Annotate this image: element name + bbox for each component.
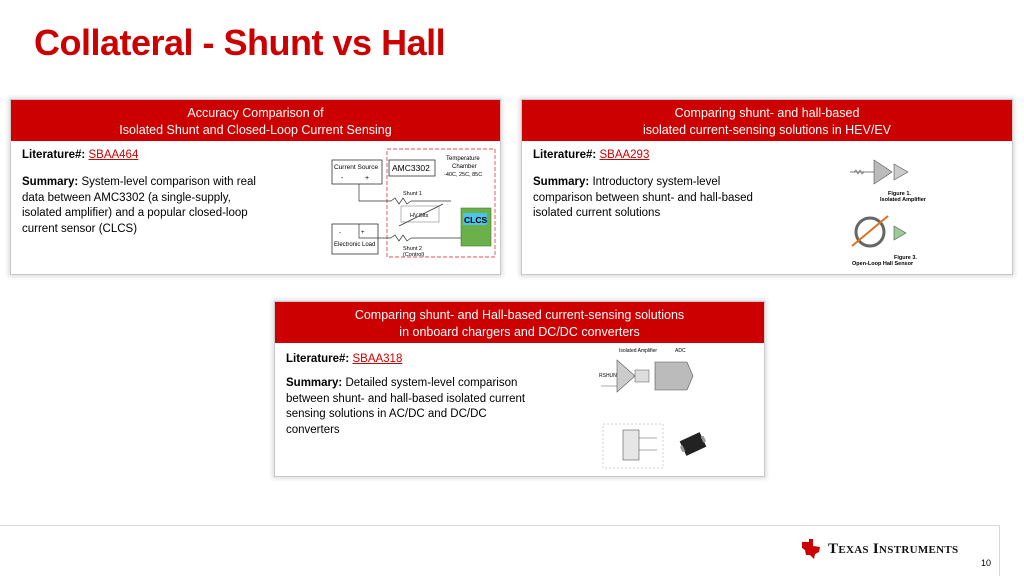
electronic-load-box: [331, 223, 379, 255]
page-number: 10: [980, 558, 991, 568]
obc-figure: Isolated Amplifier ADC RSHUNT: [599, 348, 707, 469]
card-header-line-1: Comparing shunt- and hall-based: [674, 106, 860, 120]
hv-bits-box: [400, 205, 440, 223]
plus-label: +: [365, 175, 369, 182]
clcs-label: CLCS: [464, 215, 487, 225]
shunt-1-resistor: [390, 197, 412, 205]
amc3302-label: AMC3302: [392, 163, 430, 173]
footer-bar: 10: [0, 525, 1000, 576]
hall-core-icon: [854, 216, 886, 248]
summary: Summary: System-level comparison with re…: [22, 175, 268, 237]
card-header-line-2: Isolated Shunt and Closed-Loop Current S…: [119, 123, 392, 137]
hall-ic-icon: [622, 429, 640, 461]
literature-link-sbaa318[interactable]: SBAA318: [352, 353, 403, 365]
page-title: Collateral - Shunt vs Hall: [34, 22, 446, 63]
temp-line-1: Temperature: [446, 156, 480, 162]
wire: [358, 184, 391, 202]
card-sbaa464: Accuracy Comparison of Isolated Shunt an…: [10, 99, 501, 275]
summary-text: Introductory system-level comparison bet…: [533, 176, 753, 219]
temp-line-2: Chamber: [452, 164, 477, 170]
texas-instruments-logo: TEXAS INSTRUMENTS: [800, 538, 958, 560]
hev-figure: Figure 1. Isolated Amplifier Figure 3. O…: [850, 159, 927, 267]
literature-line: Literature#: SBAA293: [533, 149, 649, 161]
hall-amp-icon: [893, 225, 907, 241]
clcs-label-bg: [463, 213, 487, 225]
shunt-2-sub: (Control): [403, 252, 425, 258]
fig3-title: Figure 3.: [894, 255, 917, 261]
summary-text: Detailed system-level comparison between…: [286, 377, 526, 436]
amc3302-box: [388, 159, 436, 177]
minus-label: -: [341, 175, 344, 182]
amplifier-icon: [873, 159, 893, 185]
fig1-caption: Isolated Amplifier: [880, 197, 927, 203]
current-source-box: [331, 159, 383, 185]
card-header: Comparing shunt- and Hall-based current-…: [275, 302, 764, 343]
shunt-2-resistor: [390, 234, 412, 242]
temperature-chamber-outline: [386, 148, 496, 258]
card-header: Accuracy Comparison of Isolated Shunt an…: [11, 100, 500, 141]
literature-line: Literature#: SBAA464: [22, 149, 138, 161]
shunt-resistor-icon: [853, 169, 865, 175]
literature-label: Literature#:: [533, 149, 597, 161]
card-sbaa318: Comparing shunt- and Hall-based current-…: [274, 301, 765, 477]
iso-amp-label: Isolated Amplifier: [619, 348, 657, 354]
card-header-line-2: in onboard chargers and DC/DC converters: [399, 325, 640, 339]
current-source-label: Current Source: [334, 164, 378, 171]
rshunt-label: RSHUNT: [599, 373, 620, 379]
card-header-line-1: Accuracy Comparison of: [187, 106, 324, 120]
summary-text: System-level comparison with real data b…: [22, 176, 256, 235]
isolation-barrier-icon: [634, 369, 650, 383]
card-header-line-2: isolated current-sensing solutions in HE…: [642, 123, 892, 137]
ti-wordmark: TEXAS INSTRUMENTS: [828, 540, 959, 557]
summary-label: Summary:: [22, 176, 79, 188]
wire: [358, 224, 391, 239]
hv-bits-arrow: [398, 203, 444, 227]
fig3-caption: Open-Loop Hall Sensor: [852, 261, 914, 267]
summary-label: Summary:: [533, 176, 590, 188]
card-sbaa293: Comparing shunt- and hall-based isolated…: [521, 99, 1013, 275]
shunt-2-label: Shunt 2: [403, 246, 422, 252]
eload-plus: +: [361, 230, 365, 236]
hall-sensor-package-icon: [679, 432, 707, 456]
ti-state-icon: [802, 539, 820, 559]
fig1-title: Figure 1.: [888, 191, 911, 197]
eload-minus: -: [339, 230, 341, 236]
literature-label: Literature#:: [286, 353, 350, 365]
summary: Summary: Detailed system-level compariso…: [286, 376, 532, 438]
amplifier-icon: [616, 359, 636, 393]
shunt-1-label: Shunt 1: [403, 191, 422, 197]
test-setup-figure: Current Source - + - + Electronic Load A…: [331, 148, 496, 258]
literature-link-sbaa464[interactable]: SBAA464: [88, 149, 139, 161]
adc-icon: [893, 163, 909, 181]
electronic-load-label: Electronic Load: [334, 242, 375, 248]
card-header-line-1: Comparing shunt- and Hall-based current-…: [354, 308, 685, 322]
literature-label: Literature#:: [22, 149, 86, 161]
summary-label: Summary:: [286, 377, 343, 389]
hall-circuit-outline: [602, 423, 664, 469]
conductor-icon: [851, 215, 889, 247]
card-header: Comparing shunt- and hall-based isolated…: [522, 100, 1012, 141]
literature-line: Literature#: SBAA318: [286, 353, 402, 365]
summary: Summary: Introductory system-level compa…: [533, 175, 755, 222]
adc-block-icon: [654, 361, 694, 391]
adc-label: ADC: [675, 348, 686, 354]
literature-link-sbaa293[interactable]: SBAA293: [599, 149, 650, 161]
temp-line-3: -40C, 25C, 85C: [444, 172, 482, 178]
